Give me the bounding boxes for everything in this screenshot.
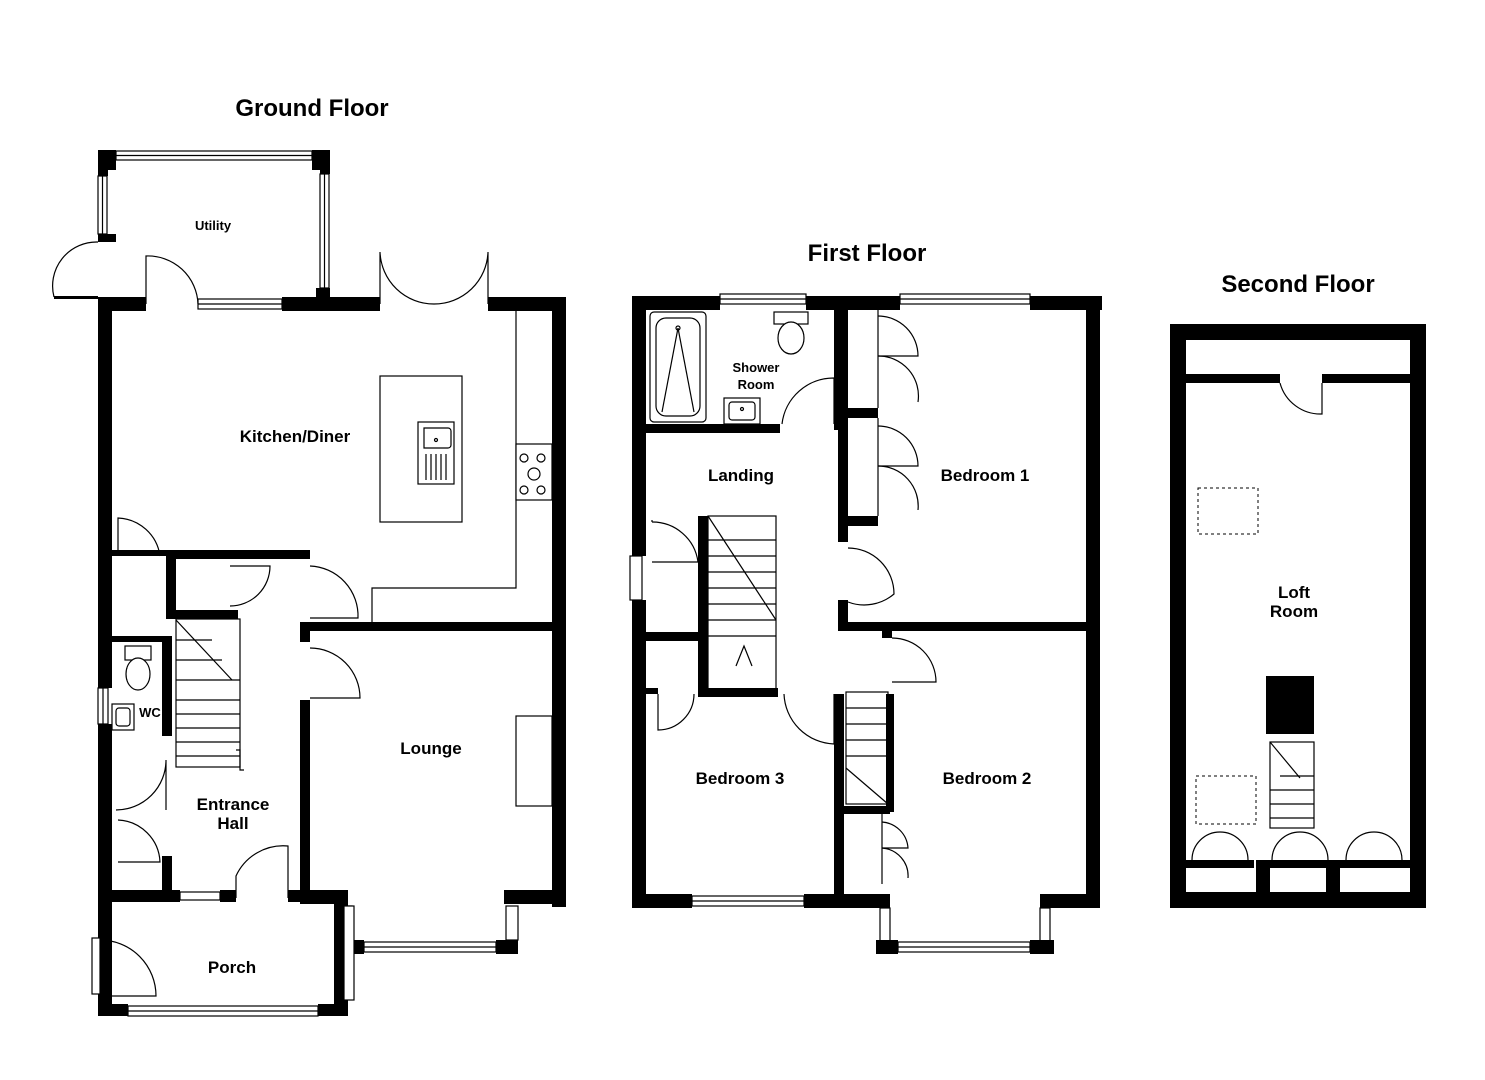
second-floor-title: Second Floor [1221, 271, 1374, 298]
second-floor-plan: Loft Room [1170, 324, 1426, 908]
room-label-loft-line1: Loft [1278, 583, 1310, 602]
ground-floor-plan: Utility Kitchen/Diner WC Lounge Entrance… [51, 150, 566, 1017]
room-label-loft-line2: Room [1270, 602, 1318, 621]
room-label-wc: WC [139, 705, 161, 720]
room-label-bedroom2: Bedroom 2 [943, 769, 1032, 788]
room-label-landing: Landing [708, 466, 774, 485]
first-floor-plan: Shower Room Landing Bedroom 1 Bedroom 3 … [629, 293, 1102, 954]
ground-floor-title: Ground Floor [235, 95, 388, 122]
room-label-porch: Porch [208, 958, 256, 977]
room-label-bedroom1: Bedroom 1 [941, 466, 1030, 485]
room-label-lounge: Lounge [400, 739, 461, 758]
room-label-shower-line2: Room [738, 377, 775, 392]
first-floor-title: First Floor [808, 240, 927, 267]
room-label-entrance-line2: Hall [217, 814, 248, 833]
room-label-entrance-line1: Entrance [197, 795, 270, 814]
room-label-kitchen-diner: Kitchen/Diner [240, 427, 351, 446]
room-label-shower-line1: Shower [733, 360, 780, 375]
room-label-bedroom3: Bedroom 3 [696, 769, 785, 788]
room-label-utility: Utility [195, 218, 232, 233]
